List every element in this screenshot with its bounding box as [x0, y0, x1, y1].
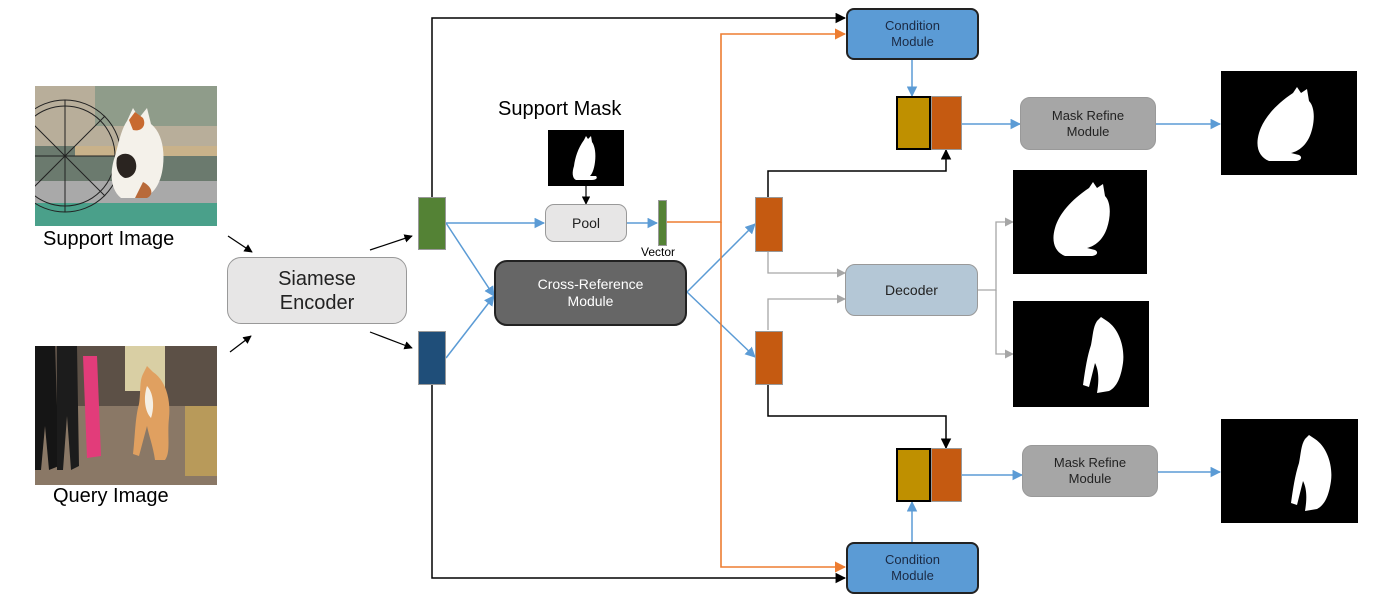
- query-to-encoder-arrow: [229, 335, 252, 353]
- support-image-caption: Support Image: [43, 228, 175, 250]
- mask-refine-module-bottom: Mask Refine Module: [1022, 445, 1158, 497]
- query-out-to-concat-bottom-arrow: [767, 385, 952, 450]
- concat-top-gold: [896, 96, 931, 150]
- cat-silhouette-icon: [1291, 435, 1332, 511]
- support-crossref-feature: [755, 197, 783, 252]
- mask-refine-module-top: Mask Refine Module: [1020, 97, 1156, 150]
- encoder-to-support-feature-arrow: [369, 234, 413, 251]
- condition-module-bottom: Condition Module: [846, 542, 979, 594]
- cat-photo-icon: [133, 366, 170, 460]
- concat-top-orange: [931, 96, 962, 150]
- decoder-to-support-pred-arrow: [978, 217, 1014, 291]
- siamese-encoder: Siamese Encoder: [227, 257, 407, 324]
- cat-silhouette-icon: [1083, 317, 1124, 393]
- support-out-to-concat-top-arrow: [767, 148, 952, 197]
- query-crossref-feature: [755, 331, 783, 385]
- decoder-support-prediction: [1013, 170, 1147, 274]
- refined-support-output: [1221, 71, 1357, 175]
- query-feature: [418, 331, 446, 385]
- query-feature-to-crossref-arrow: [445, 295, 495, 359]
- vector-to-condition-top-arrow: [667, 28, 847, 223]
- support-feature-to-crossref-arrow: [445, 222, 495, 297]
- support-mask-label: Support Mask: [498, 98, 622, 120]
- cat-silhouette-icon: [1257, 87, 1314, 161]
- concat-bottom-orange: [931, 448, 962, 502]
- query-image: [35, 346, 217, 485]
- query-skip-connection: [431, 385, 847, 584]
- cat-photo-icon: [111, 108, 164, 198]
- encoder-to-query-feature-arrow: [369, 331, 413, 350]
- support-out-to-decoder-arrow: [767, 252, 846, 278]
- concat-bottom-gold: [896, 448, 931, 502]
- condition-module-top: Condition Module: [846, 8, 979, 60]
- support-feature: [418, 197, 446, 250]
- cat-silhouette-icon: [572, 136, 597, 180]
- refined-query-output: [1221, 419, 1358, 523]
- support-image: [35, 86, 217, 226]
- query-out-to-decoder-arrow: [767, 294, 846, 330]
- decoder-query-prediction: [1013, 301, 1149, 407]
- support-skip-connection: [431, 12, 847, 197]
- pool-module: Pool: [545, 204, 627, 242]
- query-image-caption: Query Image: [53, 485, 169, 507]
- vector-feature: [658, 200, 667, 246]
- cross-reference-module: Cross-Reference Module: [494, 260, 687, 326]
- support-to-encoder-arrow: [227, 235, 253, 253]
- cat-silhouette-icon: [1053, 182, 1110, 256]
- support-mask-image: [548, 130, 624, 186]
- decoder-to-query-pred-arrow: [995, 290, 1014, 359]
- vector-to-condition-bottom-arrow: [720, 222, 847, 573]
- decoder-module: Decoder: [845, 264, 978, 316]
- vector-label: Vector: [641, 245, 676, 259]
